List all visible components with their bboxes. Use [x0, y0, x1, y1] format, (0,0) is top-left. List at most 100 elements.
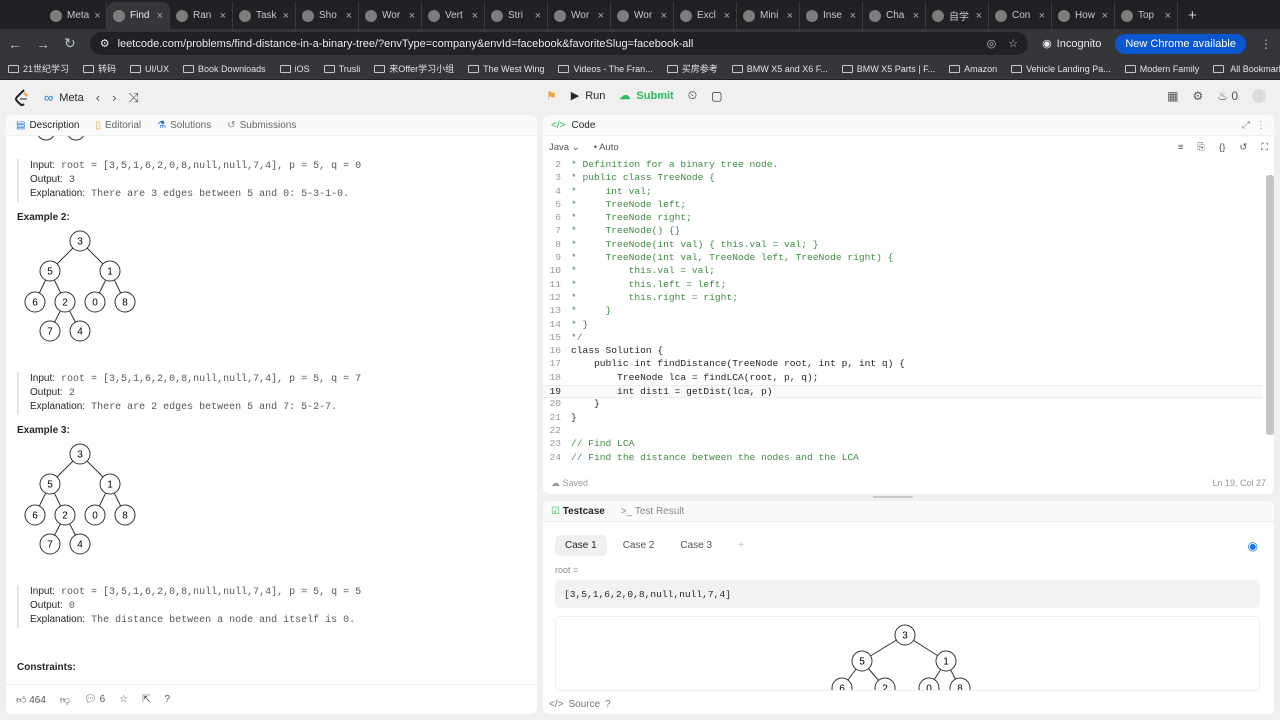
code-line[interactable]: 14* }: [543, 319, 1263, 332]
star-icon[interactable]: ☆: [119, 694, 129, 705]
browser-tab[interactable]: Excl×: [674, 2, 737, 29]
code-line[interactable]: 5* TreeNode left;: [543, 199, 1263, 212]
browser-tab[interactable]: Con×: [989, 2, 1052, 29]
code-line[interactable]: 11* this.left = left;: [543, 279, 1263, 292]
fullscreen-icon[interactable]: ⛶: [1261, 141, 1268, 153]
close-tab-icon[interactable]: ×: [534, 9, 541, 22]
tab-description[interactable]: ▤Description: [16, 120, 79, 131]
browser-tab[interactable]: How×: [1052, 2, 1115, 29]
dislike-icon[interactable]: 👎︎: [59, 694, 71, 706]
tab-editorial[interactable]: ▯Editorial: [95, 120, 141, 131]
bookmark-item[interactable]: Vehicle Landing Pa...: [1011, 64, 1111, 74]
notes-icon[interactable]: ▢: [711, 88, 723, 103]
help-icon[interactable]: ?: [605, 698, 611, 710]
browser-tab[interactable]: Task×: [233, 2, 296, 29]
reload-icon[interactable]: ↻: [64, 35, 76, 51]
browser-tab[interactable]: Inse×: [800, 2, 863, 29]
code-line[interactable]: 12* this.right = right;: [543, 292, 1263, 305]
code-line[interactable]: 19 int dist1 = getDist(lca, p): [543, 385, 1263, 399]
code-line[interactable]: 3* public class TreeNode {: [543, 172, 1263, 185]
browser-tab[interactable]: Cha×: [863, 2, 926, 29]
browser-tab[interactable]: Stri×: [485, 2, 548, 29]
close-tab-icon[interactable]: ×: [156, 9, 163, 22]
browser-tab[interactable]: Vert×: [422, 2, 485, 29]
case-tab-2[interactable]: Case 2: [622, 540, 655, 551]
code-line[interactable]: 20 }: [543, 398, 1263, 411]
help-icon[interactable]: ?: [164, 694, 171, 705]
prev-problem-icon[interactable]: ‹: [95, 90, 101, 105]
bookmark-item[interactable]: Amazon: [949, 64, 997, 74]
reset-icon[interactable]: ↺: [1239, 141, 1248, 153]
site-info-icon[interactable]: ⚙: [99, 38, 110, 50]
code-line[interactable]: 4* int val;: [543, 186, 1263, 199]
tab-solutions[interactable]: ⚗Solutions: [157, 120, 211, 131]
menu-kebab-icon[interactable]: ⋮: [1260, 36, 1272, 51]
source-label[interactable]: Source: [568, 698, 601, 710]
bookmark-item[interactable]: 转码: [83, 62, 116, 75]
close-tab-icon[interactable]: ×: [471, 9, 478, 22]
close-tab-icon[interactable]: ×: [1101, 9, 1108, 22]
close-tab-icon[interactable]: ×: [1038, 9, 1045, 22]
eye-off-icon[interactable]: ◎: [986, 38, 997, 50]
bookmark-item[interactable]: Book Downloads: [183, 64, 266, 74]
eye-icon[interactable]: ◉: [1247, 539, 1258, 553]
new-tab-icon[interactable]: +: [1188, 7, 1197, 24]
browser-tab[interactable]: Find×: [107, 2, 170, 29]
incognito-indicator[interactable]: ◉Incognito: [1042, 37, 1101, 51]
layout-icon[interactable]: ▦: [1167, 89, 1179, 103]
close-tab-icon[interactable]: ×: [660, 9, 667, 22]
like-button[interactable]: 👍︎ 464: [16, 694, 46, 706]
maximize-icon[interactable]: ⤢: [1242, 119, 1250, 131]
bookmark-item[interactable]: BMW X5 and X6 F...: [731, 64, 828, 74]
code-line[interactable]: 18 TreeNode lca = findLCA(root, p, q);: [543, 372, 1263, 385]
panel-resize-handle[interactable]: [873, 496, 913, 498]
streak-counter[interactable]: ♨ 0: [1217, 89, 1238, 103]
browser-tab[interactable]: Wor×: [548, 2, 611, 29]
testcase-tab[interactable]: ☑ Testcase: [551, 506, 605, 517]
format-icon[interactable]: ≡: [1177, 141, 1184, 153]
all-bookmarks[interactable]: All Bookmarks: [1213, 64, 1280, 74]
close-tab-icon[interactable]: ×: [408, 9, 415, 22]
code-editor[interactable]: 2* Definition for a binary tree node.3* …: [543, 159, 1263, 469]
forward-icon[interactable]: →: [36, 35, 50, 52]
run-button[interactable]: ▶Run: [571, 89, 606, 103]
url-text[interactable]: leetcode.com/problems/find-distance-in-a…: [117, 37, 694, 50]
test-result-tab[interactable]: >_ Test Result: [621, 506, 684, 517]
case-tab-3[interactable]: Case 3: [680, 540, 713, 551]
autocomplete-mode[interactable]: • Auto: [594, 142, 619, 153]
browser-tab[interactable]: Wor×: [359, 2, 422, 29]
add-case-icon[interactable]: +: [738, 540, 744, 551]
close-tab-icon[interactable]: ×: [1164, 9, 1171, 22]
close-tab-icon[interactable]: ×: [723, 9, 730, 22]
next-problem-icon[interactable]: ›: [112, 90, 117, 105]
avatar[interactable]: [1252, 89, 1266, 103]
code-line[interactable]: 24// Find the distance between the nodes…: [543, 452, 1263, 465]
code-line[interactable]: 21}: [543, 412, 1263, 425]
bookmark-item[interactable]: The West Wing: [468, 64, 544, 74]
code-line[interactable]: 23// Find LCA: [543, 438, 1263, 451]
leetcode-logo-icon[interactable]: [14, 88, 30, 107]
close-tab-icon[interactable]: ×: [282, 9, 289, 22]
browser-tab[interactable]: Top×: [1115, 2, 1178, 29]
braces-icon[interactable]: {}: [1219, 141, 1226, 153]
code-line[interactable]: 22: [543, 425, 1263, 438]
settings-gear-icon[interactable]: ⚙: [1192, 89, 1204, 103]
bookmark-item[interactable]: Trusli: [323, 64, 360, 74]
back-icon[interactable]: ←: [8, 35, 22, 52]
close-tab-icon[interactable]: ×: [849, 9, 856, 22]
browser-tab[interactable]: Wor×: [611, 2, 674, 29]
language-select[interactable]: Java ⌄: [549, 141, 580, 153]
code-line[interactable]: 2* Definition for a binary tree node.: [543, 159, 1263, 172]
case-tab-1[interactable]: Case 1: [555, 535, 607, 556]
timer-icon[interactable]: ⏲: [687, 88, 698, 102]
comments-button[interactable]: 💬︎ 6: [84, 694, 105, 705]
close-tab-icon[interactable]: ×: [975, 9, 982, 22]
code-line[interactable]: 15*/: [543, 332, 1263, 345]
close-tab-icon[interactable]: ×: [786, 9, 793, 22]
tab-submissions[interactable]: ↺Submissions: [227, 120, 296, 131]
bookmark-item[interactable]: 买房参考: [666, 62, 718, 75]
code-line[interactable]: 13* }: [543, 305, 1263, 318]
bookmark-item[interactable]: iOS: [279, 64, 310, 74]
debug-icon[interactable]: ⚑: [546, 88, 557, 103]
